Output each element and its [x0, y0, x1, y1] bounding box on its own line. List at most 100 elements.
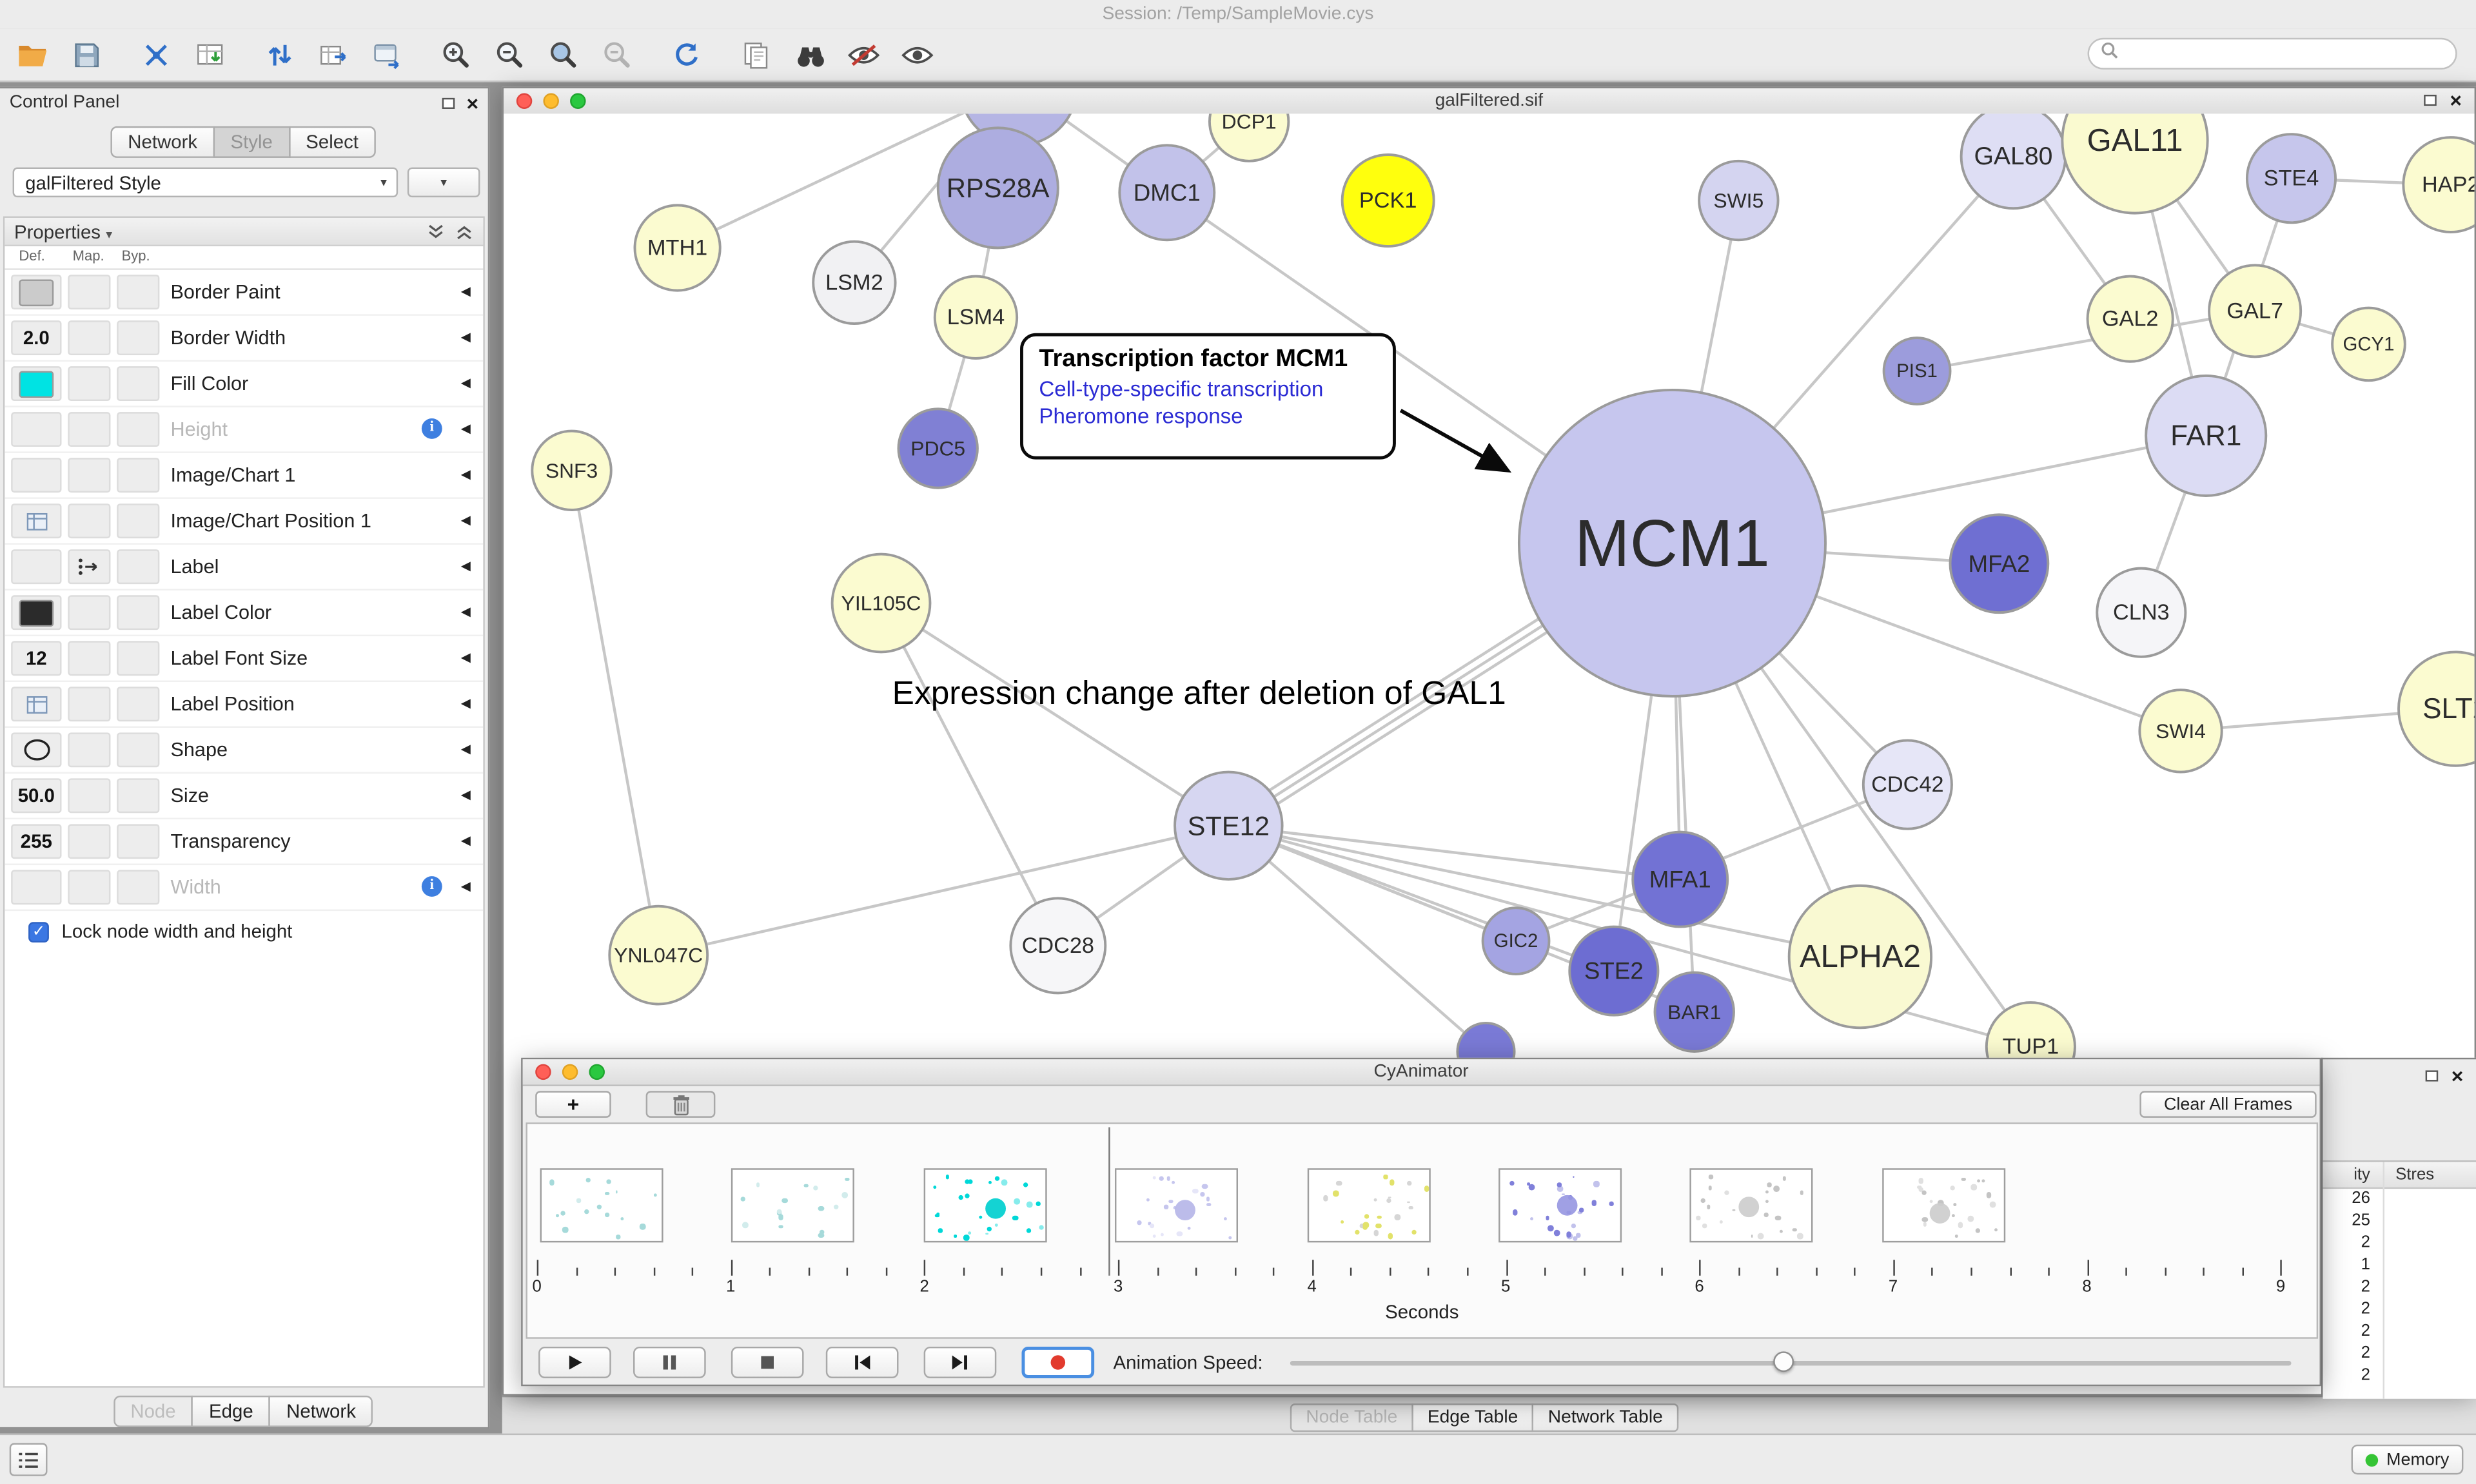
save-icon[interactable] — [70, 37, 104, 72]
tab-style[interactable]: Style — [213, 126, 290, 158]
close-window-icon[interactable]: × — [2450, 88, 2462, 112]
panel-tab-edge[interactable]: Edge — [192, 1395, 271, 1427]
table-row[interactable]: 25 — [2323, 1211, 2476, 1233]
zoom-selected-icon[interactable] — [600, 37, 635, 72]
edge-snf3-ynl047c[interactable] — [570, 470, 660, 956]
frame-thumbnail-2[interactable] — [923, 1168, 1047, 1243]
byp-cell[interactable] — [117, 366, 160, 402]
playhead[interactable] — [1108, 1127, 1110, 1276]
node-gal11[interactable] — [2061, 113, 2209, 215]
table-row[interactable]: 2 — [2323, 1300, 2476, 1322]
expand-arrow-icon[interactable]: ◀ — [460, 513, 471, 527]
property-row[interactable]: Fill Color◀ — [5, 362, 484, 407]
delete-frame-button[interactable] — [645, 1091, 716, 1118]
panel-tab-network[interactable]: Network — [269, 1395, 373, 1427]
next-frame-button[interactable] — [923, 1346, 997, 1378]
table-row[interactable]: 2 — [2323, 1277, 2476, 1299]
property-row[interactable]: Label Position◀ — [5, 682, 484, 728]
zoom-fit-icon[interactable] — [546, 37, 581, 72]
frame-thumbnail-1[interactable] — [731, 1168, 855, 1243]
byp-cell[interactable] — [117, 870, 160, 905]
float-window-icon[interactable] — [2424, 94, 2437, 106]
map-cell[interactable] — [68, 595, 111, 630]
property-row[interactable]: Label◀ — [5, 545, 484, 591]
properties-header[interactable]: Properties ▾ — [5, 217, 484, 247]
import-network-icon[interactable] — [139, 37, 174, 72]
def-cell[interactable] — [11, 275, 62, 310]
byp-cell[interactable] — [117, 641, 160, 676]
node-swi5[interactable] — [1698, 159, 1780, 242]
swap-icon[interactable] — [262, 37, 297, 72]
ellipse-icon[interactable] — [11, 732, 62, 768]
memory-button[interactable]: Memory — [2352, 1444, 2464, 1475]
close-panel-icon[interactable]: × — [2451, 1064, 2464, 1088]
slider-thumb[interactable] — [1773, 1351, 1794, 1372]
node-yil105c[interactable] — [830, 552, 932, 654]
edge-ste12-ynl047c[interactable] — [658, 824, 1229, 957]
close-panel-icon[interactable]: × — [466, 92, 479, 115]
map-cell[interactable] — [68, 778, 111, 814]
byp-cell[interactable] — [117, 320, 160, 356]
byp-cell[interactable] — [117, 595, 160, 630]
node-cln3[interactable] — [2096, 567, 2187, 658]
zoom-traffic-light[interactable] — [589, 1064, 605, 1080]
node-ynl047c[interactable] — [608, 904, 709, 1006]
property-row[interactable]: Label Color◀ — [5, 591, 484, 636]
node-pck1[interactable] — [1341, 153, 1435, 248]
def-cell[interactable]: 12 — [11, 641, 62, 676]
node-alpha2[interactable] — [1787, 884, 1933, 1030]
col-header[interactable]: ity — [2353, 1165, 2370, 1184]
annotation-link[interactable]: Cell-type-specific transcription — [1039, 377, 1324, 402]
map-cell[interactable] — [68, 458, 111, 493]
node-lsm4[interactable] — [933, 275, 1019, 360]
expand-arrow-icon[interactable]: ◀ — [460, 696, 471, 711]
panel-tab-node[interactable]: Node — [113, 1395, 193, 1427]
frame-thumbnail-5[interactable] — [1498, 1168, 1622, 1243]
node-slt2[interactable] — [2397, 650, 2475, 767]
find-icon[interactable] — [792, 37, 827, 72]
expand-all-icon[interactable] — [455, 222, 473, 244]
node-dcp1[interactable] — [1208, 113, 1290, 162]
def-cell[interactable] — [11, 549, 62, 585]
tab-network-table[interactable]: Network Table — [1532, 1403, 1679, 1432]
annotation-box[interactable]: Transcription factor MCM1 Cell-type-spec… — [1020, 333, 1396, 460]
def-cell[interactable] — [11, 595, 62, 630]
edge-ste12-kss1[interactable] — [1227, 825, 1487, 1053]
node-ste2[interactable] — [1568, 925, 1660, 1017]
color-swatch[interactable] — [19, 278, 54, 306]
style-options-button[interactable]: ▾ — [407, 167, 480, 198]
stop-button[interactable] — [731, 1346, 804, 1378]
def-cell[interactable] — [11, 870, 62, 905]
edge-pis1-gal7[interactable] — [1916, 309, 2255, 373]
network-window-titlebar[interactable]: galFiltered.sif × — [504, 88, 2475, 115]
frame-thumbnail-3[interactable] — [1115, 1168, 1239, 1243]
table-row[interactable]: 26 — [2323, 1189, 2476, 1211]
style-selector[interactable]: galFiltered Style ▾ — [12, 167, 398, 198]
open-icon[interactable] — [15, 37, 50, 72]
table-row[interactable]: 2 — [2323, 1343, 2476, 1365]
collapse-all-icon[interactable] — [426, 222, 445, 244]
prev-frame-button[interactable] — [825, 1346, 899, 1378]
map-cell[interactable] — [68, 275, 111, 310]
def-cell[interactable] — [11, 412, 62, 447]
table-row[interactable]: 2 — [2323, 1365, 2476, 1387]
property-row[interactable]: Shape◀ — [5, 728, 484, 774]
expand-arrow-icon[interactable]: ◀ — [460, 421, 471, 436]
paste-icon[interactable] — [739, 37, 774, 72]
float-panel-icon[interactable] — [442, 97, 456, 109]
node-hap2[interactable] — [2402, 136, 2475, 233]
position-icon[interactable] — [11, 687, 62, 722]
close-traffic-light[interactable] — [516, 93, 533, 109]
tab-edge-table[interactable]: Edge Table — [1411, 1403, 1534, 1432]
clear-all-frames-button[interactable]: Clear All Frames — [2139, 1091, 2317, 1118]
byp-cell[interactable] — [117, 778, 160, 814]
def-cell[interactable] — [11, 458, 62, 493]
expand-arrow-icon[interactable]: ◀ — [460, 604, 471, 620]
node-swi4[interactable] — [2138, 688, 2223, 774]
import-table-icon[interactable] — [193, 37, 228, 72]
node-rps28a[interactable] — [936, 126, 1059, 249]
